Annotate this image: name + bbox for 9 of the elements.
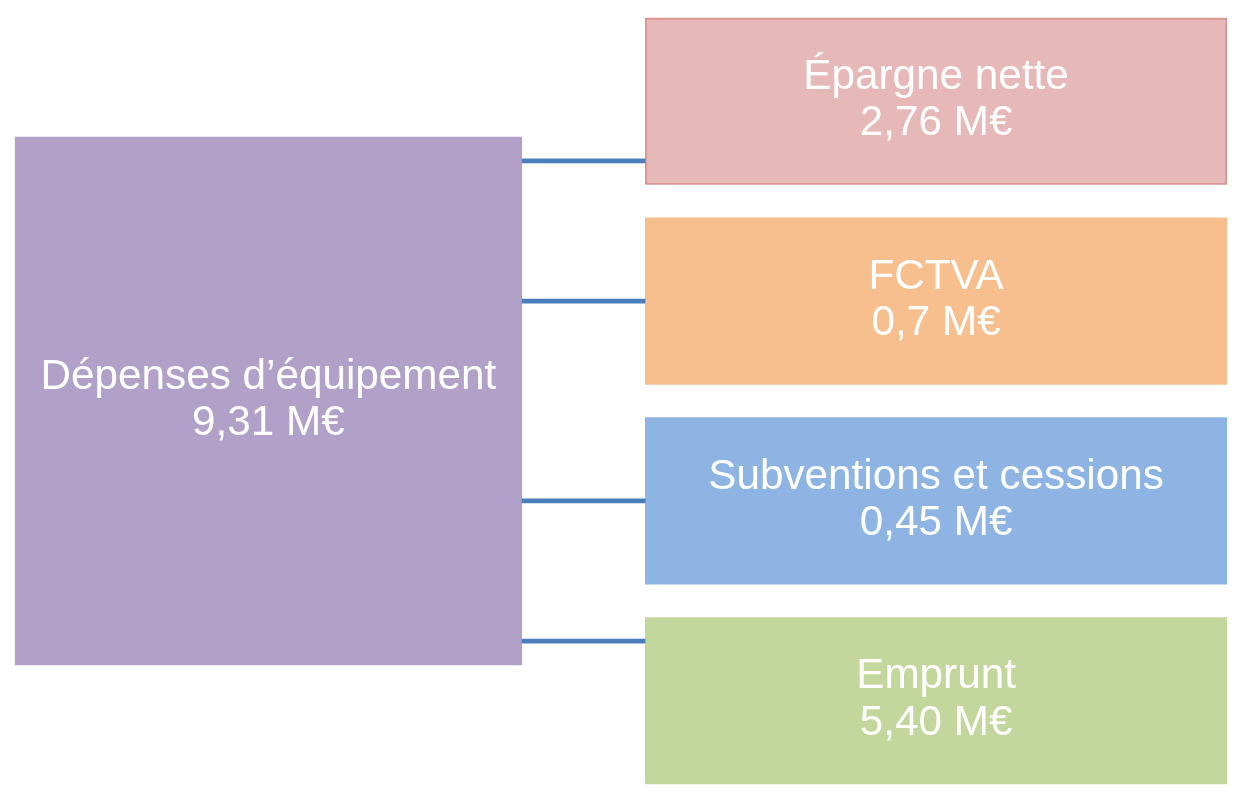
connector <box>521 638 646 644</box>
connector <box>521 157 646 163</box>
connector <box>521 298 646 303</box>
node-box: Subventions et cessions 0,45 M€ <box>645 416 1228 584</box>
node-box: FCTVA 0,7 M€ <box>645 217 1228 385</box>
node-box: Épargne nette 2,76 M€ <box>645 17 1228 185</box>
node-box: Emprunt 5,40 M€ <box>645 616 1228 784</box>
node-box: Dépenses d’équipement 9,31 M€ <box>14 136 523 665</box>
connector <box>521 498 646 503</box>
